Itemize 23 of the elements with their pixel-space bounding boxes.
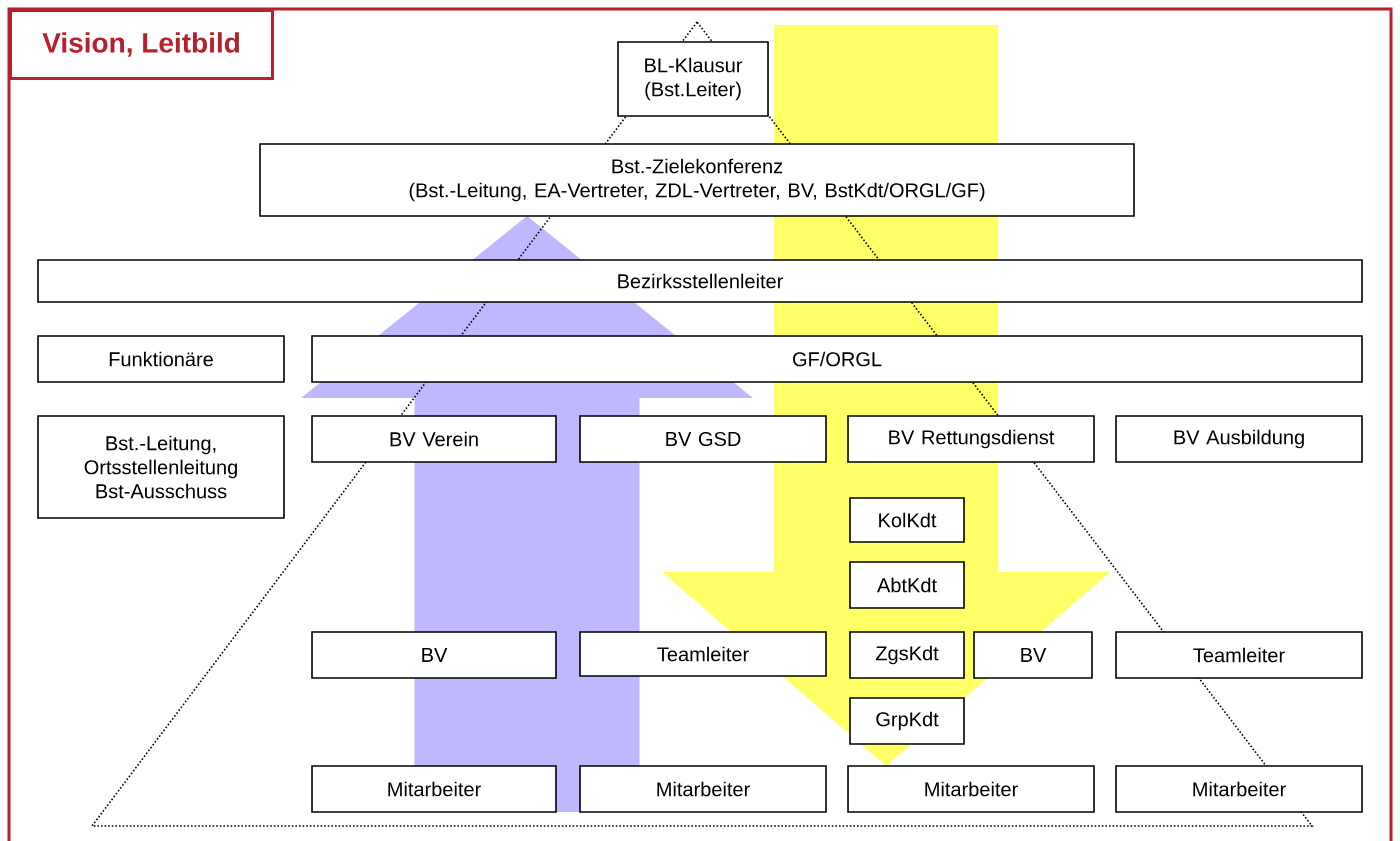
role-box: BV Verein xyxy=(311,415,557,463)
role-box: AbtKdt xyxy=(849,561,965,609)
role-box: Mitarbeiter xyxy=(847,765,1095,813)
title-box: Vision, Leitbild xyxy=(9,9,274,80)
role-box: BV GSD xyxy=(579,415,827,463)
role-box: KolKdt xyxy=(849,497,965,543)
role-box: Teamleiter xyxy=(579,631,827,677)
role-box: Mitarbeiter xyxy=(579,765,827,813)
role-box: BV Rettungsdienst xyxy=(847,415,1095,463)
role-box: Teamleiter xyxy=(1115,631,1363,679)
role-box: Bst.-Zielekonferenz (Bst.-Leitung, EA-Vertreter, ZDL-Vertreter, BV, BstKdt/ORGL/GF) xyxy=(259,143,1135,217)
role-box: BV xyxy=(311,631,557,679)
role-box: BL-Klausur (Bst.Leiter) xyxy=(617,41,769,117)
role-box: Mitarbeiter xyxy=(311,765,557,813)
role-box: Funktionäre xyxy=(37,335,285,383)
role-box: GrpKdt xyxy=(849,697,965,745)
role-box: Bst.-Leitung, Ortsstellenleitung Bst-Ausschuss xyxy=(37,415,285,519)
role-box: BV Ausbildung xyxy=(1115,415,1363,463)
role-box: GF/ORGL xyxy=(311,335,1363,383)
role-box: Bezirksstellenleiter xyxy=(37,259,1363,303)
role-box: Mitarbeiter xyxy=(1115,765,1363,813)
role-box: BV xyxy=(973,631,1093,679)
role-box: ZgsKdt xyxy=(849,631,965,679)
